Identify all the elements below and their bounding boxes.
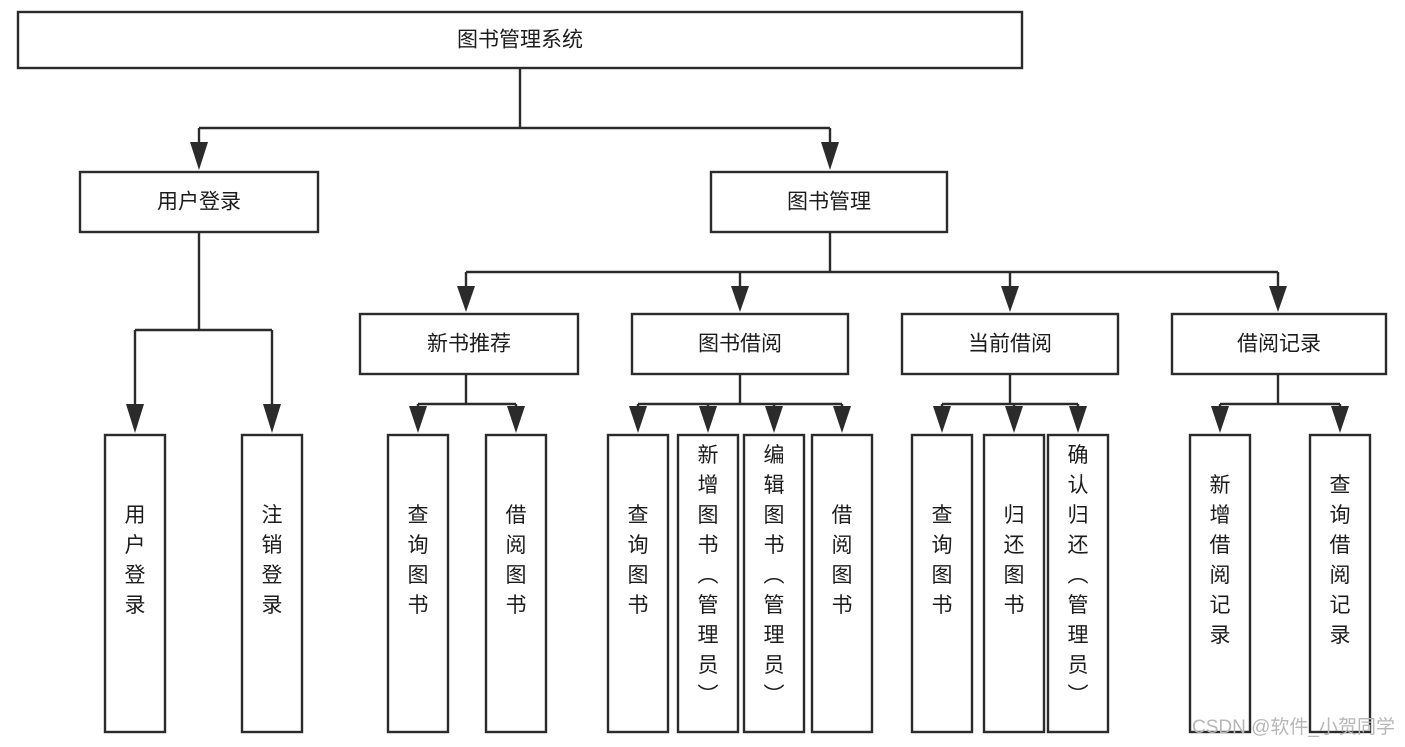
leaf-node-borrow-books-b-label: 借阅图书 — [832, 504, 853, 617]
arrow-borrow-leaf-1 — [629, 406, 647, 433]
leaf-node-logout-label: 注销登录 — [262, 504, 283, 617]
leaf-node-borrow-books-b[interactable]: 借阅图书 — [810, 433, 874, 734]
leaf-nodes-layer: 用户登录 注销登录 查询图书 借阅图书 查询图书 新增图书︵管理员︶ 编辑图书︵… — [103, 433, 1372, 734]
leaf-node-add-book-admin[interactable]: 新增图书︵管理员︶ — [676, 433, 740, 734]
leaf-node-query-books-a-label: 查询图书 — [408, 504, 429, 617]
arrow-user-login-leaf-2 — [263, 404, 281, 433]
leaf-node-return-books-box[interactable] — [982, 433, 1046, 734]
leaf-node-confirm-return-admin-box[interactable] — [1046, 433, 1110, 734]
node-book-borrow[interactable]: 图书借阅 — [630, 312, 850, 376]
leaf-node-borrow-books-a[interactable]: 借阅图书 — [484, 433, 548, 734]
node-user-login-label: 用户登录 — [157, 191, 241, 214]
node-root-label: 图书管理系统 — [457, 29, 583, 52]
node-book-management-box[interactable] — [709, 170, 949, 234]
csdn-watermark: CSDN @软件_小贺同学 — [1192, 716, 1395, 738]
leaf-node-add-book-admin-label: 新增图书︵管理员︶ — [698, 444, 719, 707]
leaf-node-query-books-b-box[interactable] — [606, 433, 670, 734]
node-book-borrow-box[interactable] — [630, 312, 850, 376]
arrow-root-to-book-mgmt — [821, 142, 839, 170]
arrow-root-to-user-login — [190, 142, 208, 170]
leaf-node-query-books-a[interactable]: 查询图书 — [386, 433, 450, 734]
leaf-node-query-books-c-box[interactable] — [910, 433, 974, 734]
arrow-borrow-leaf-2 — [699, 406, 717, 433]
leaf-node-add-borrow-record[interactable]: 新增借阅记录 — [1188, 433, 1252, 734]
node-user-login[interactable]: 用户登录 — [78, 170, 320, 234]
leaf-node-query-books-c[interactable]: 查询图书 — [910, 433, 974, 734]
arrow-records-leaf-1 — [1211, 406, 1229, 433]
leaf-node-return-books[interactable]: 归还图书 — [982, 433, 1046, 734]
arrow-borrow-leaf-4 — [833, 406, 851, 433]
arrow-borrow-leaf-3 — [765, 406, 783, 433]
leaf-node-edit-book-admin[interactable]: 编辑图书︵管理员︶ — [742, 433, 806, 734]
arrow-book-mgmt-new-books — [457, 286, 475, 312]
leaf-node-add-borrow-record-label: 新增借阅记录 — [1210, 474, 1231, 647]
leaf-node-add-borrow-record-box[interactable] — [1188, 433, 1252, 734]
leaf-node-logout[interactable]: 注销登录 — [240, 433, 304, 734]
arrow-new-books-leaf-2 — [507, 406, 525, 433]
node-book-management[interactable]: 图书管理 — [709, 170, 949, 234]
arrow-new-books-leaf-1 — [409, 406, 427, 433]
leaf-node-query-borrow-record-label: 查询借阅记录 — [1330, 474, 1351, 647]
leaf-node-user-login[interactable]: 用户登录 — [103, 433, 167, 734]
node-book-borrow-label: 图书借阅 — [698, 333, 782, 356]
node-book-management-label: 图书管理 — [787, 191, 871, 214]
leaf-node-confirm-return-admin[interactable]: 确认归还︵管理员︶ — [1046, 433, 1110, 734]
node-current-borrow-label: 当前借阅 — [968, 333, 1052, 356]
leaf-node-edit-book-admin-label: 编辑图书︵管理员︶ — [764, 444, 785, 707]
leaf-node-add-book-admin-box[interactable] — [676, 433, 740, 734]
leaf-node-return-books-label: 归还图书 — [1004, 504, 1025, 617]
node-current-borrow[interactable]: 当前借阅 — [900, 312, 1120, 376]
leaf-node-query-books-b-label: 查询图书 — [628, 504, 649, 617]
leaf-node-query-borrow-record[interactable]: 查询借阅记录 — [1308, 433, 1372, 734]
node-borrow-records[interactable]: 借阅记录 — [1170, 312, 1388, 376]
leaf-node-edit-book-admin-box[interactable] — [742, 433, 806, 734]
arrow-current-leaf-1 — [933, 406, 951, 433]
leaf-node-query-books-c-label: 查询图书 — [932, 504, 953, 617]
leaf-node-confirm-return-admin-label: 确认归还︵管理员︶ — [1068, 444, 1089, 707]
node-root-box[interactable] — [16, 10, 1024, 70]
node-borrow-records-box[interactable] — [1170, 312, 1388, 376]
leaf-node-borrow-books-b-box[interactable] — [810, 433, 874, 734]
node-current-borrow-box[interactable] — [900, 312, 1120, 376]
leaf-node-query-books-a-box[interactable] — [386, 433, 450, 734]
leaf-node-user-login-box[interactable] — [103, 433, 167, 734]
leaf-node-user-login-label: 用户登录 — [125, 504, 146, 617]
node-new-book-recommend-label: 新书推荐 — [427, 333, 511, 356]
arrow-current-leaf-3 — [1069, 406, 1087, 433]
arrow-book-mgmt-current — [1001, 286, 1019, 312]
arrow-current-leaf-2 — [1005, 406, 1023, 433]
arrow-book-mgmt-records — [1269, 286, 1287, 312]
node-borrow-records-label: 借阅记录 — [1237, 333, 1321, 356]
leaf-node-query-books-b[interactable]: 查询图书 — [606, 433, 670, 734]
leaf-node-borrow-books-a-box[interactable] — [484, 433, 548, 734]
node-new-book-recommend-box[interactable] — [358, 312, 580, 376]
node-new-book-recommend[interactable]: 新书推荐 — [358, 312, 580, 376]
leaf-node-query-borrow-record-box[interactable] — [1308, 433, 1372, 734]
arrow-book-mgmt-borrow — [731, 286, 749, 312]
leaf-node-borrow-books-a-label: 借阅图书 — [506, 504, 527, 617]
node-root[interactable]: 图书管理系统 — [16, 10, 1024, 70]
connector-layer — [126, 68, 1349, 433]
leaf-node-logout-box[interactable] — [240, 433, 304, 734]
node-user-login-box[interactable] — [78, 170, 320, 234]
arrow-user-login-leaf-1 — [126, 404, 144, 433]
arrow-records-leaf-2 — [1331, 406, 1349, 433]
